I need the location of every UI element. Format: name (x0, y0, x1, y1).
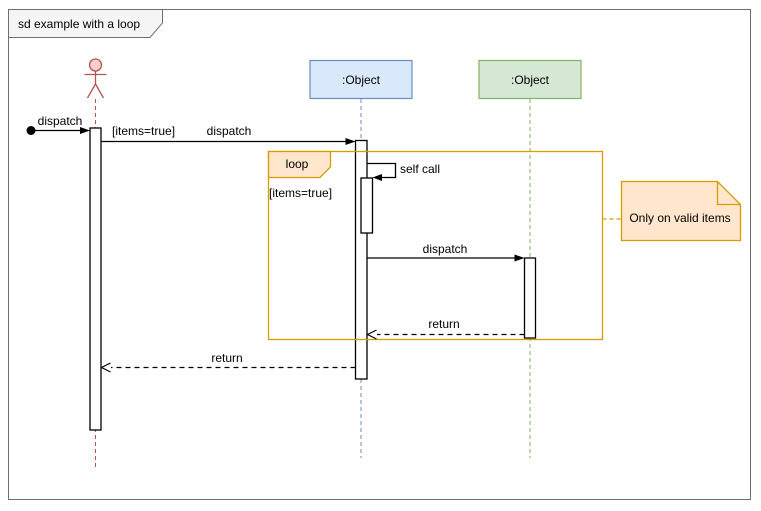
frame-title: sd example with a loop (18, 17, 141, 31)
loop-operator-label: loop (285, 157, 309, 171)
object1-header-box (309, 59, 413, 100)
message6-label: return (211, 351, 243, 365)
message5-label: return (428, 317, 460, 331)
note-fold-corner (716, 181, 741, 206)
loop-operator-pentagon (267, 150, 332, 179)
actor-leg-left (86, 83, 97, 99)
frame-title-tab (8, 9, 163, 38)
message4-arrowhead (514, 254, 525, 262)
message3-selfcall-line (367, 162, 397, 179)
message4-label: dispatch (422, 242, 468, 256)
message5-open-arrowhead (366, 329, 377, 340)
activation-object1-nested (360, 177, 374, 234)
actor-figure (84, 58, 107, 99)
note-shape (620, 180, 742, 242)
message2-arrowhead (345, 138, 356, 145)
message3-label: self call (400, 162, 441, 176)
message1-label: dispatch (37, 114, 83, 128)
start-point-circle (26, 126, 36, 135)
object1-label: :Object (341, 73, 381, 87)
message2-label: dispatch (206, 124, 252, 138)
loop-guard-label: [items=true] (269, 186, 333, 200)
object2-header-box (478, 59, 582, 100)
activation-object1 (354, 139, 368, 380)
message6-open-arrowhead (100, 362, 111, 373)
activation-bars (89, 127, 537, 431)
note-text: Only on valid items (629, 211, 731, 225)
object2-label: :Object (510, 73, 550, 87)
actor-head (88, 58, 103, 72)
frame-border (8, 9, 751, 500)
loop-fragment-border (267, 150, 604, 341)
activation-actor (89, 127, 102, 431)
message2-guard-label: [items=true] (112, 124, 176, 138)
message3-arrowhead (372, 174, 382, 181)
actor-leg-right (94, 83, 105, 99)
message1-arrowhead (80, 127, 90, 134)
activation-object2 (523, 257, 537, 339)
